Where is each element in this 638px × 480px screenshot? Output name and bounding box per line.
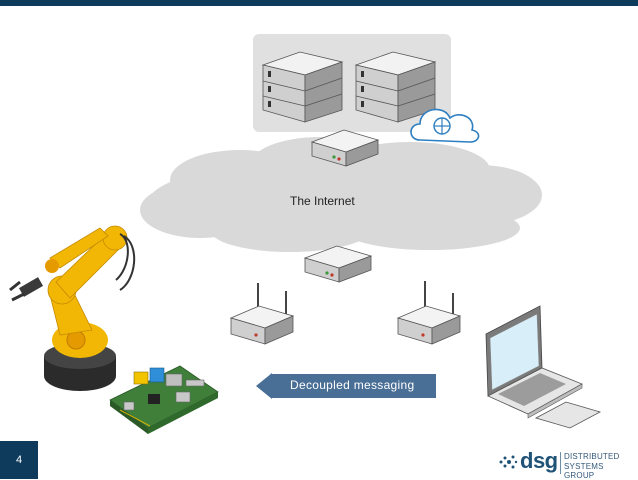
- internet-cloud: [140, 137, 542, 252]
- logo-dots-icon: [499, 455, 518, 469]
- router-icon: [310, 129, 380, 167]
- arrow-label: Decoupled messaging: [290, 378, 415, 392]
- robot-arm-icon: [9, 225, 136, 391]
- logo-line-1: DISTRIBUTED: [564, 452, 620, 461]
- wifi-router-icon: [229, 283, 295, 345]
- logo-line-2: SYSTEMS GROUP: [564, 462, 604, 480]
- logo-wordmark: dsg: [520, 448, 558, 473]
- logo-divider: [560, 452, 561, 474]
- server-rack-icon: [261, 51, 344, 123]
- cloud-service-icon: [410, 108, 480, 143]
- laptop-icon: [485, 305, 602, 429]
- cloud-label: The Internet: [290, 194, 355, 208]
- wifi-router-icon: [396, 281, 462, 345]
- header-bar: [0, 0, 638, 6]
- router-icon: [303, 245, 373, 283]
- server-rack-icon: [354, 51, 437, 123]
- page-number: 4: [0, 441, 38, 479]
- raspberry-pi-board-icon: [109, 365, 219, 434]
- decoupled-messaging-arrow: [256, 373, 436, 399]
- dsg-logo: dsg DISTRIBUTED SYSTEMS GROUP: [498, 448, 628, 480]
